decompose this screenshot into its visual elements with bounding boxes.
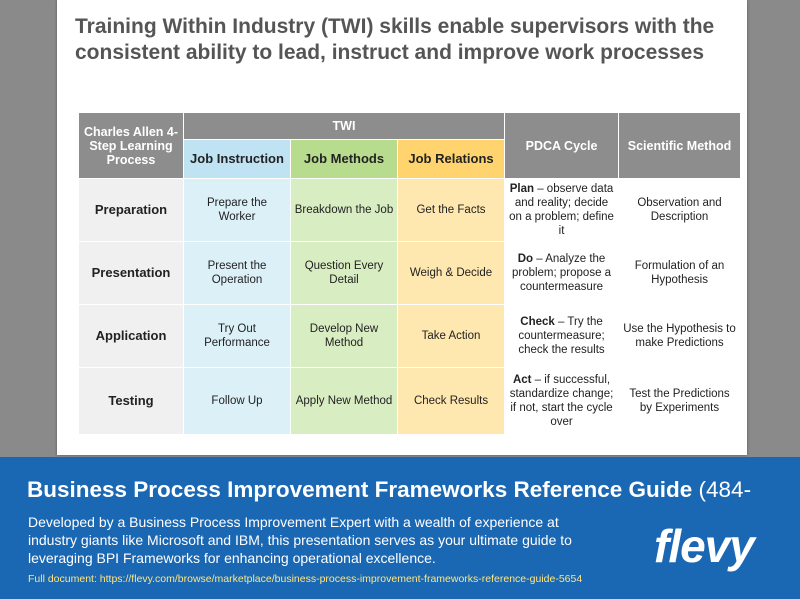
banner-title: Business Process Improvement Frameworks … — [27, 477, 751, 503]
job-methods-cell: Breakdown the Job — [290, 178, 398, 242]
table-row: Presentation Present the Operation Quest… — [78, 241, 742, 305]
header-scientific-method: Scientific Method — [618, 112, 742, 179]
header-learning-process: Charles Allen 4-Step Learning Process — [78, 112, 184, 179]
job-methods-cell: Develop New Method — [290, 304, 398, 368]
flevy-logo: flevy — [654, 520, 755, 572]
header-pdca: PDCA Cycle — [504, 112, 620, 179]
job-instruction-cell: Present the Operation — [183, 241, 291, 305]
pdca-step: Plan — [509, 183, 535, 195]
slide-title: Training Within Industry (TWI) skills en… — [75, 15, 715, 64]
pdca-cell: Act – if successful, standardize change;… — [504, 367, 620, 435]
pdca-step: Check — [520, 316, 555, 328]
row-label: Testing — [78, 367, 184, 435]
pdca-cell: Check – Try the countermeasure; check th… — [504, 304, 620, 368]
row-label: Presentation — [78, 241, 184, 305]
pdca-text: – Try the countermeasure; check the resu… — [518, 316, 605, 356]
banner-description: Developed by a Business Process Improvem… — [28, 514, 572, 566]
pdca-step: Do — [517, 253, 534, 265]
scientific-cell: Observation and Description — [618, 178, 742, 242]
job-relations-cell: Get the Facts — [396, 178, 506, 242]
job-instruction-cell: Prepare the Worker — [183, 178, 291, 242]
header-twi: TWI — [182, 112, 506, 140]
job-relations-cell: Check Results — [396, 367, 506, 435]
banner-title-suffix: (484- — [692, 477, 752, 502]
pdca-cell: Plan – observe data and reality; decide … — [504, 178, 620, 242]
table-row: Testing Follow Up Apply New Method Check… — [78, 367, 742, 435]
pdca-text: – Analyze the problem; propose a counter… — [511, 253, 612, 293]
header-job-instruction: Job Instruction — [183, 139, 291, 179]
job-instruction-cell: Try Out Performance — [183, 304, 291, 368]
job-relations-cell: Weigh & Decide — [396, 241, 506, 305]
row-label: Preparation — [78, 178, 184, 242]
table-row: Application Try Out Performance Develop … — [78, 304, 742, 368]
scientific-cell: Test the Predictions by Experiments — [618, 367, 742, 435]
pdca-step: Act — [512, 374, 532, 386]
pdca-text: – observe data and reality; decide on a … — [509, 183, 614, 237]
header-job-methods: Job Methods — [290, 139, 398, 179]
table-row: Preparation Prepare the Worker Breakdown… — [78, 178, 742, 242]
job-methods-cell: Apply New Method — [290, 367, 398, 435]
pdca-cell: Do – Analyze the problem; propose a coun… — [504, 241, 620, 305]
job-relations-cell: Take Action — [396, 304, 506, 368]
slide: Training Within Industry (TWI) skills en… — [57, 0, 747, 455]
job-methods-cell: Question Every Detail — [290, 241, 398, 305]
scientific-cell: Use the Hypothesis to make Predictions — [618, 304, 742, 368]
scientific-cell: Formulation of an Hypothesis — [618, 241, 742, 305]
twi-comparison-table: Charles Allen 4-Step Learning Process TW… — [78, 112, 742, 435]
row-label: Application — [78, 304, 184, 368]
document-link[interactable]: Full document: https://flevy.com/browse/… — [28, 573, 583, 585]
job-instruction-cell: Follow Up — [183, 367, 291, 435]
pdca-text: – if successful, standardize change; if … — [509, 374, 614, 428]
banner-title-text: Business Process Improvement Frameworks … — [27, 477, 693, 502]
header-job-relations: Job Relations — [396, 139, 506, 179]
promo-banner: Business Process Improvement Frameworks … — [0, 457, 800, 599]
